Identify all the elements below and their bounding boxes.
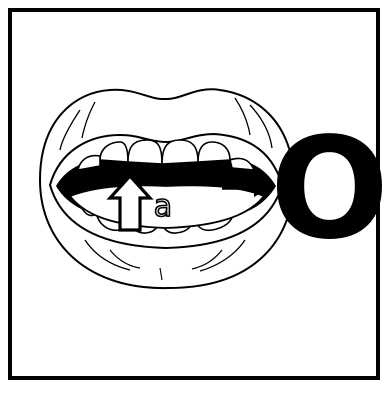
phoneme-label: a <box>145 190 181 224</box>
result-vowel: O <box>270 120 380 260</box>
